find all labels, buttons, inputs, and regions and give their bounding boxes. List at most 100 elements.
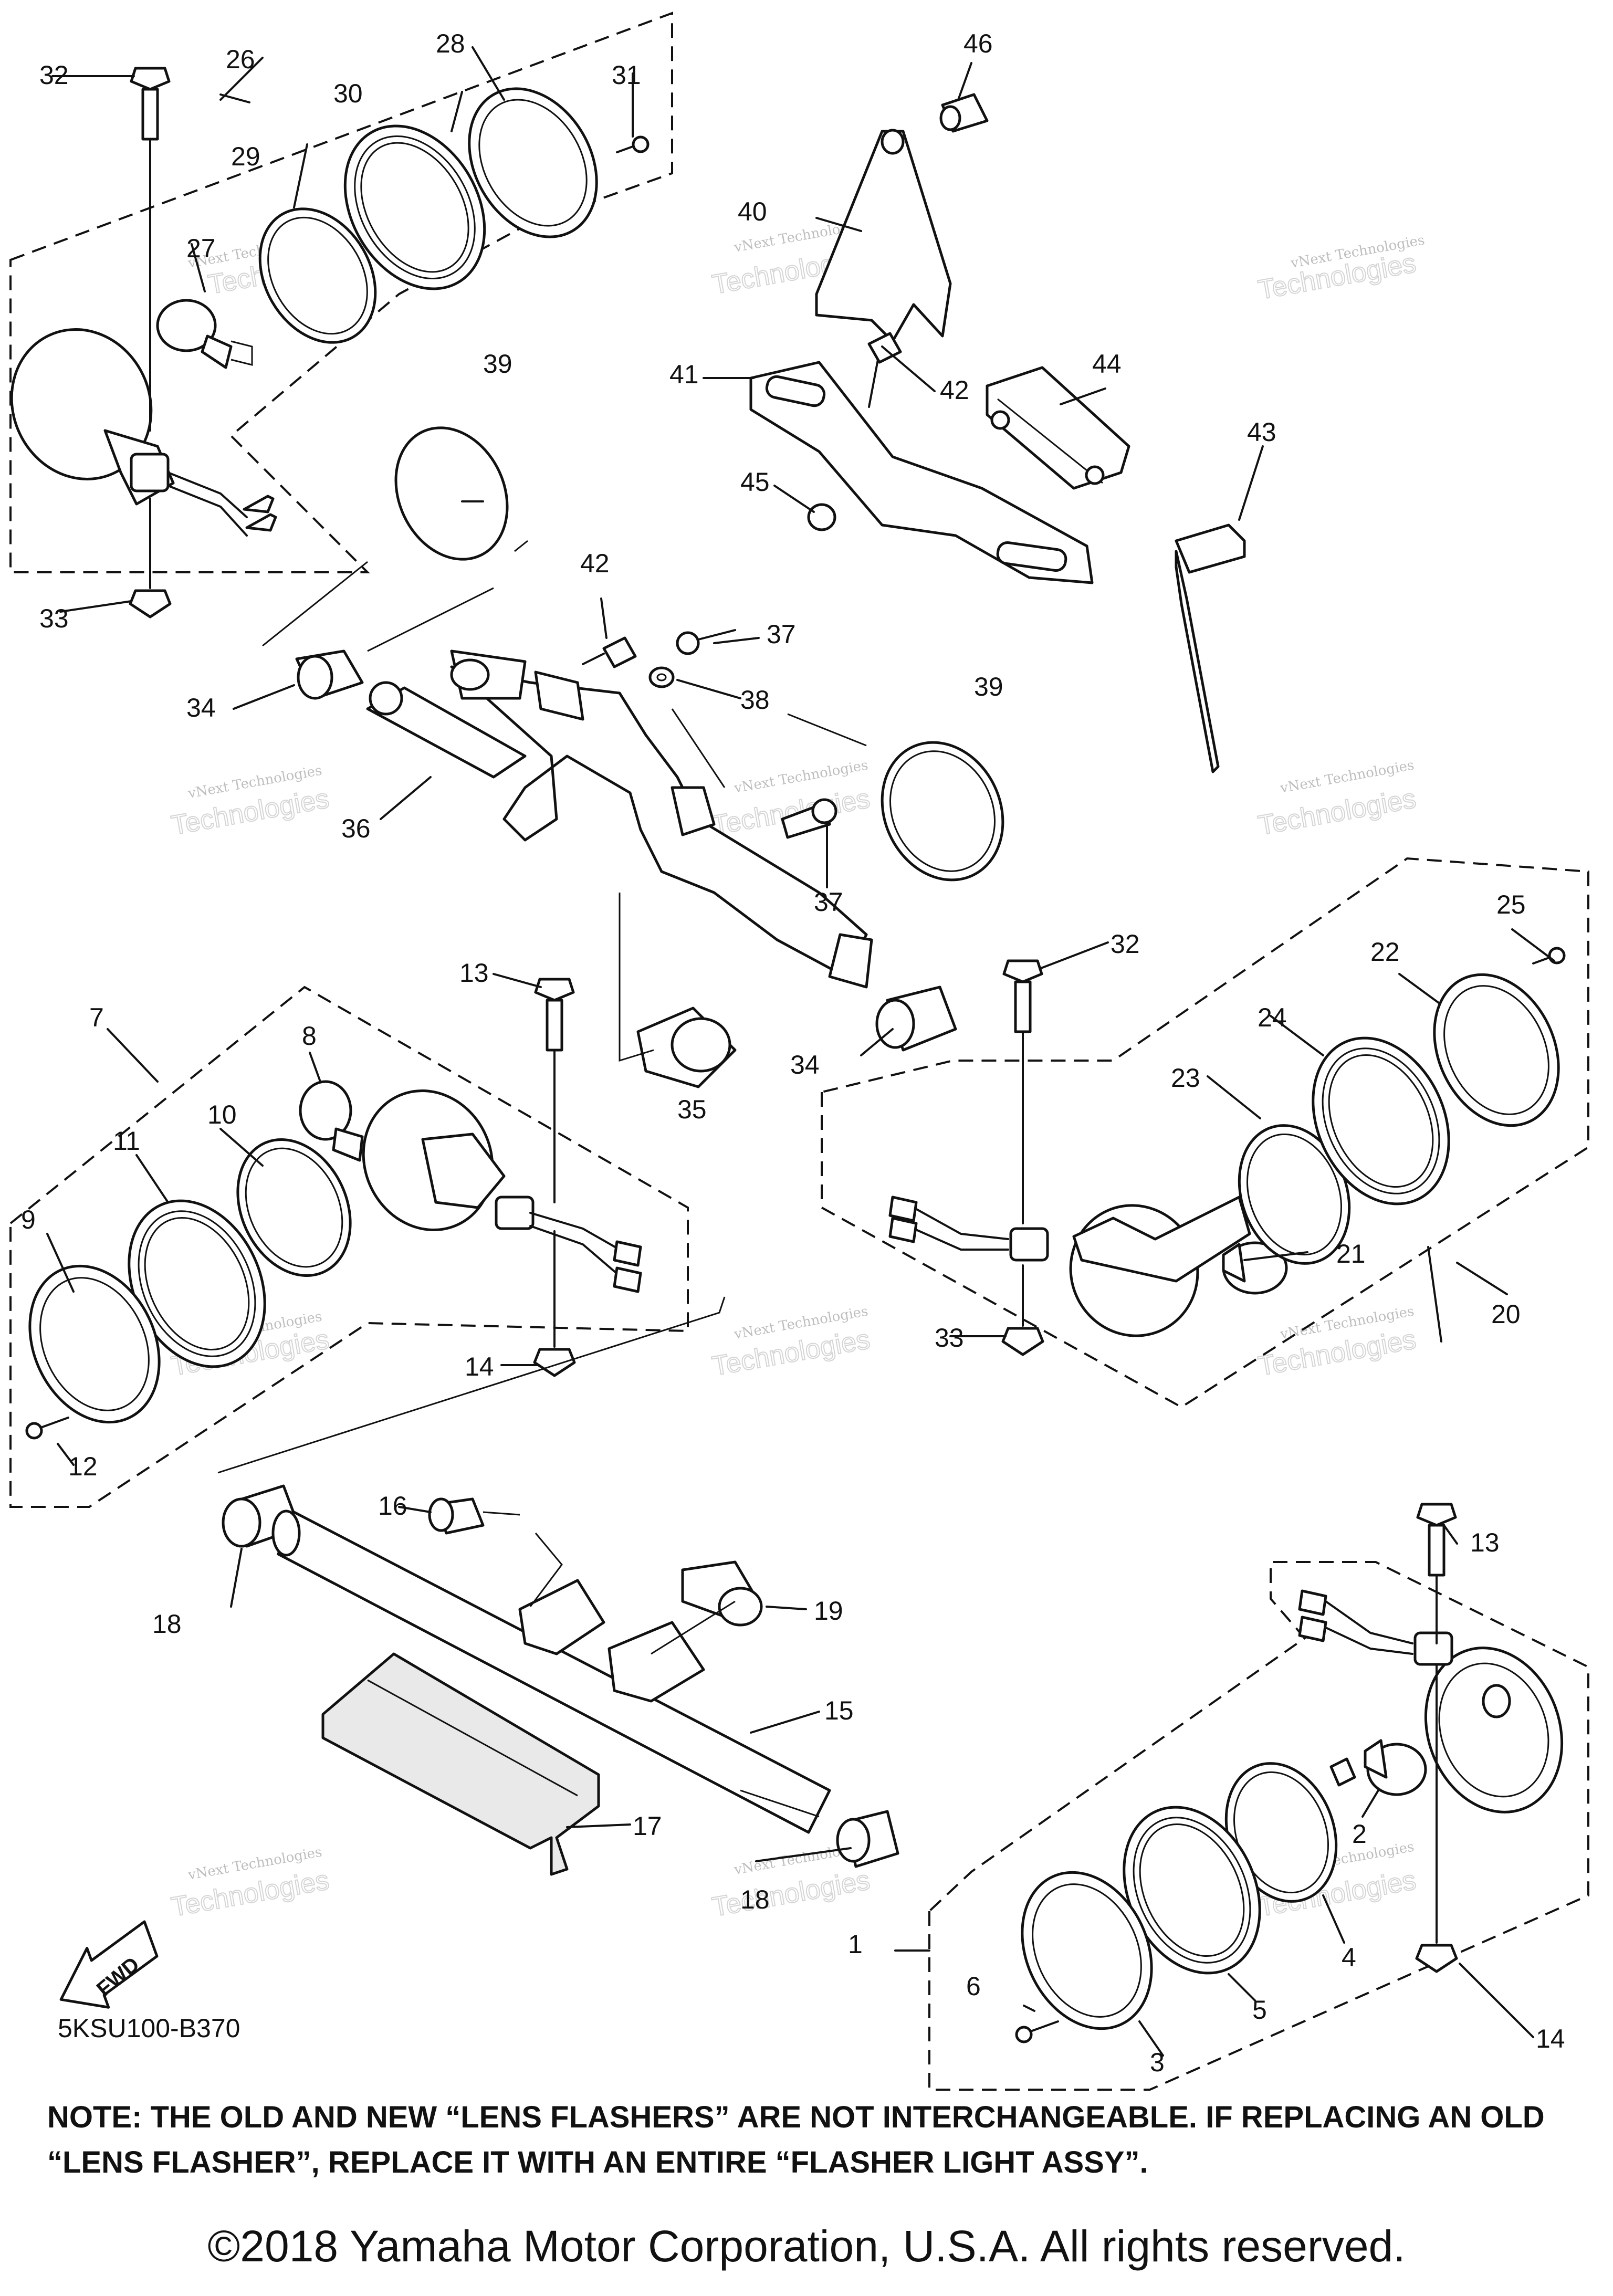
part-2-bulb xyxy=(1329,1739,1427,1796)
part-5-rim xyxy=(1123,1806,1261,1975)
callout-6: 6 xyxy=(966,1972,981,2001)
part-29-gasket xyxy=(258,207,377,344)
part-14-nut-right xyxy=(1415,1663,1458,1973)
callout-14-left: 14 xyxy=(465,1352,494,1381)
callout-35: 35 xyxy=(677,1095,707,1124)
part-12-screw xyxy=(25,1417,69,1440)
group-20-outline xyxy=(821,857,1589,1409)
interchangeability-note: NOTE: THE OLD AND NEW “LENS FLASHERS” AR… xyxy=(47,2100,1545,2179)
callout-43: 43 xyxy=(1247,417,1276,447)
callout-10: 10 xyxy=(207,1100,237,1129)
callout-28: 28 xyxy=(436,29,465,58)
callout-3: 3 xyxy=(1150,2048,1165,2077)
callout-14-right: 14 xyxy=(1536,2024,1565,2053)
callout-30: 30 xyxy=(333,79,363,108)
leader-lines-group-1 xyxy=(894,1524,1534,2057)
callout-17: 17 xyxy=(633,1811,662,1841)
callout-24: 24 xyxy=(1258,1003,1287,1032)
callout-22: 22 xyxy=(1370,937,1400,967)
part-28-lens xyxy=(468,87,598,238)
part-9-lens xyxy=(28,1264,161,1424)
callout-1: 1 xyxy=(848,1930,863,1959)
callout-34-upper: 34 xyxy=(186,693,216,722)
callout-37-lower: 37 xyxy=(814,887,843,917)
callout-32-upper: 32 xyxy=(39,60,69,90)
phantom-lines-lower xyxy=(217,1296,736,1655)
callout-2: 2 xyxy=(1352,1819,1367,1849)
part-33-nut-upper xyxy=(129,498,172,618)
part-20-flasher-housing xyxy=(888,1196,1251,1337)
callout-32-right: 32 xyxy=(1111,929,1140,959)
part-10-gasket xyxy=(236,1138,352,1277)
part-32-bolt-right xyxy=(1002,959,1043,1224)
callout-41: 41 xyxy=(669,360,699,389)
part-43-cable-tie xyxy=(1175,523,1246,773)
part-17-cover xyxy=(321,1652,600,1876)
phantom-lines-center xyxy=(262,540,867,788)
part-39-reflector-right xyxy=(881,741,1004,882)
callout-18-left: 18 xyxy=(152,1609,182,1639)
callout-8: 8 xyxy=(302,1021,317,1051)
part-42-bolt-center xyxy=(582,636,637,668)
part-13-bolt-right xyxy=(1416,1503,1457,1644)
callout-36: 36 xyxy=(341,814,371,843)
part-13-bolt-left xyxy=(534,978,575,1203)
part-18-socket-right xyxy=(836,1810,899,1868)
part-8-bulb xyxy=(299,1080,364,1162)
clamp-brackets-lower xyxy=(518,1579,705,1703)
part-36-front-flasher-stay xyxy=(366,649,873,989)
callout-5: 5 xyxy=(1252,1995,1267,2025)
watermark-text: Technologies xyxy=(710,1865,872,1923)
group-7-outline xyxy=(9,986,689,1508)
part-45-nut xyxy=(807,503,836,531)
callout-31: 31 xyxy=(612,60,641,90)
callout-25: 25 xyxy=(1496,890,1526,919)
leader-lines-lower xyxy=(230,1506,852,1862)
callout-33-right: 33 xyxy=(935,1323,964,1353)
callout-12: 12 xyxy=(68,1452,98,1481)
part-34-socket-upper-left xyxy=(295,649,364,700)
part-38-washer xyxy=(648,666,675,688)
callout-13-left: 13 xyxy=(459,958,489,988)
callout-19: 19 xyxy=(814,1596,843,1626)
part-14-nut-left xyxy=(533,1230,576,1377)
callout-27: 27 xyxy=(186,234,216,263)
callout-42-top: 42 xyxy=(940,375,969,405)
callout-26: 26 xyxy=(226,45,255,74)
part-27-bulb-upper xyxy=(156,299,253,369)
callout-39-upper: 39 xyxy=(483,349,512,379)
part-1-flasher-housing xyxy=(1298,1589,1564,1813)
leader-lines-group-20 xyxy=(949,928,1555,1343)
part-24-rim xyxy=(1312,1036,1450,1205)
callout-18-right: 18 xyxy=(740,1885,770,1914)
leader-lines-top-right xyxy=(703,62,1264,521)
callout-11: 11 xyxy=(113,1126,140,1156)
part-37-bolt-upper xyxy=(676,629,736,655)
callout-38: 38 xyxy=(740,685,770,715)
callout-16: 16 xyxy=(378,1491,407,1521)
callout-39-right: 39 xyxy=(974,672,1003,701)
part-27-flasher-housing-upper-left xyxy=(10,328,277,537)
callout-9: 9 xyxy=(21,1205,36,1234)
callout-42-center: 42 xyxy=(580,549,610,578)
callout-29: 29 xyxy=(231,142,260,171)
callout-7: 7 xyxy=(89,1003,104,1032)
callout-37-upper: 37 xyxy=(767,620,796,649)
leader-lines-center xyxy=(233,597,894,1056)
part-31-screw xyxy=(616,135,650,153)
part-32-bolt-upper xyxy=(130,67,171,432)
callout-21: 21 xyxy=(1336,1239,1366,1268)
part-22-lens xyxy=(1433,973,1560,1127)
group-26-outline xyxy=(9,12,673,573)
callout-23: 23 xyxy=(1171,1063,1200,1093)
part-42-bolt-top xyxy=(867,332,902,408)
part-33-nut-right xyxy=(1001,1264,1044,1356)
part-35-clamp xyxy=(619,893,737,1088)
callout-40: 40 xyxy=(738,197,767,226)
callout-44: 44 xyxy=(1092,349,1122,379)
watermark-text: Technologies xyxy=(1256,783,1418,841)
callout-45: 45 xyxy=(740,467,770,497)
leader-lines-group-26 xyxy=(51,46,634,613)
part-3-lens xyxy=(1021,1871,1153,2030)
callout-15: 15 xyxy=(824,1696,854,1725)
